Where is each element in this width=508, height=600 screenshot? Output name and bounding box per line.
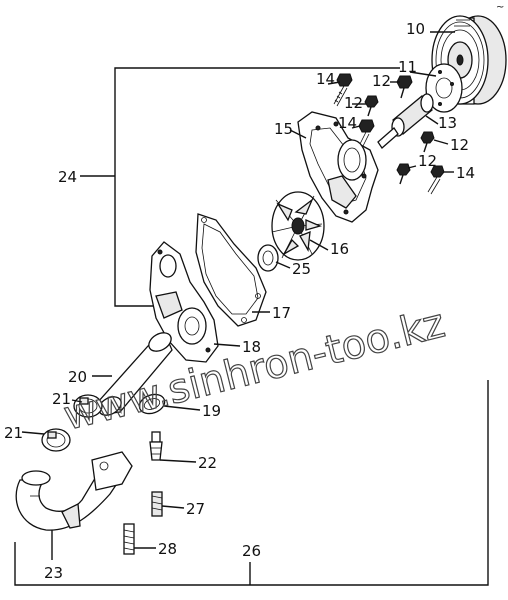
part-16-impeller bbox=[271, 191, 325, 261]
callout-18: 18 bbox=[242, 338, 261, 356]
part-21-clamp-a bbox=[73, 394, 103, 418]
callout-15: 15 bbox=[274, 120, 293, 138]
part-13-bearing-shaft bbox=[377, 93, 434, 149]
callout-24: 24 bbox=[58, 168, 77, 186]
callout-20: 20 bbox=[68, 368, 87, 386]
part-28-stud bbox=[123, 523, 135, 555]
callout-23: 23 bbox=[44, 564, 63, 582]
part-23-pipe bbox=[15, 451, 133, 531]
part-15-pump-housing bbox=[297, 111, 379, 223]
callout-14b: 14 bbox=[338, 114, 357, 132]
callout-12b: 12 bbox=[344, 94, 363, 112]
callout-14c: 14 bbox=[456, 164, 475, 182]
part-14-bolt-a bbox=[333, 73, 353, 107]
callout-19: 19 bbox=[202, 402, 221, 420]
callout-21a: 21 bbox=[52, 390, 71, 408]
part-12-bolt-b bbox=[364, 95, 379, 117]
leader-lines bbox=[21, 31, 455, 560]
part-12-bolt-a bbox=[396, 75, 413, 99]
part-27-plug bbox=[151, 491, 163, 517]
callout-25: 25 bbox=[292, 260, 311, 278]
callout-27: 27 bbox=[186, 500, 205, 518]
part-14-bolt-c bbox=[427, 165, 445, 195]
callout-17: 17 bbox=[272, 304, 291, 322]
assembly-bracket-26 bbox=[14, 380, 489, 586]
callout-26: 26 bbox=[242, 542, 261, 560]
callout-12d: 12 bbox=[418, 152, 437, 170]
part-25-seal bbox=[257, 244, 279, 272]
callout-14a: 14 bbox=[316, 70, 335, 88]
callout-28: 28 bbox=[158, 540, 177, 558]
callout-11: 11 bbox=[398, 58, 417, 76]
callout-13: 13 bbox=[438, 114, 457, 132]
callout-12c: 12 bbox=[450, 136, 469, 154]
callout-12a: 12 bbox=[372, 72, 391, 90]
part-10-pulley bbox=[431, 15, 507, 105]
part-22-sensor bbox=[149, 431, 163, 461]
assembly-bracket-24 bbox=[80, 67, 400, 307]
watermark-text: www.sinhron-too.kz bbox=[59, 300, 449, 439]
part-21-clamp-b bbox=[41, 428, 71, 452]
part-12-bolt-c bbox=[420, 131, 435, 153]
callout-21b: 21 bbox=[4, 424, 23, 442]
part-18-pump-cover bbox=[149, 241, 219, 363]
part-17-gasket bbox=[195, 213, 267, 327]
corner-mark: ~ bbox=[496, 2, 504, 13]
callout-22: 22 bbox=[198, 454, 217, 472]
part-19-o-ring bbox=[138, 393, 166, 415]
callout-16: 16 bbox=[330, 240, 349, 258]
part-12-bolt-d bbox=[396, 163, 411, 185]
callout-10: 10 bbox=[406, 20, 425, 38]
